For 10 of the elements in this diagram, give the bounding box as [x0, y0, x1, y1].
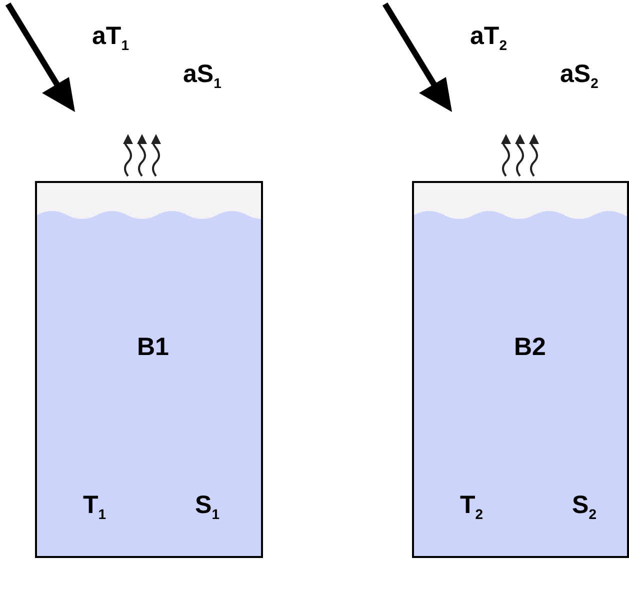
variable-label: T$_{1}$: [83, 491, 106, 522]
beaker-label: B2: [514, 333, 546, 362]
flux-label: aS$_{2}$: [560, 60, 598, 91]
beaker-label: B1: [137, 333, 169, 362]
variable-label: T$_{2}$: [460, 491, 484, 522]
flux-label: aT$_{1}$: [92, 22, 129, 53]
variable-label: S$_{1}$: [195, 491, 220, 522]
flux-label: aT$_{2}$: [470, 22, 507, 53]
variable-label: S$_{2}$: [572, 491, 596, 522]
flux-label: aS$_{1}$: [183, 60, 222, 91]
